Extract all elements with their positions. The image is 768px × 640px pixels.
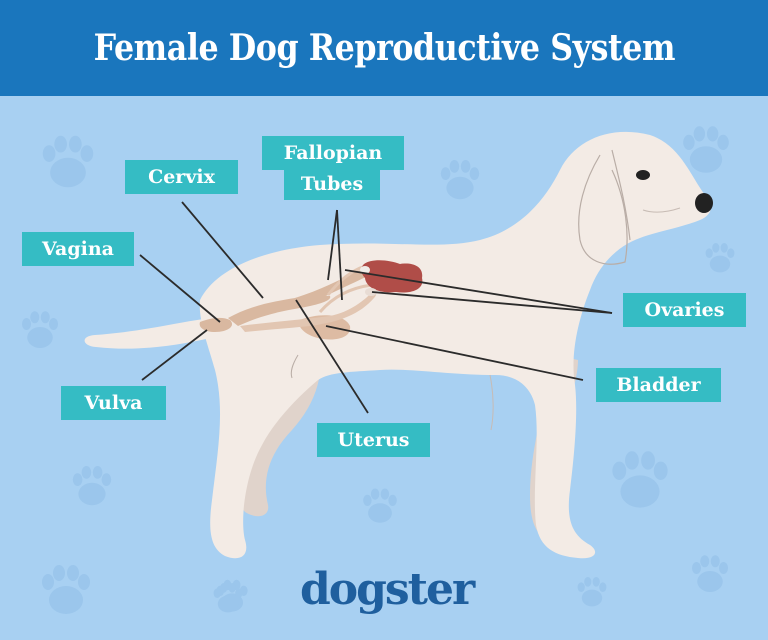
label-vulva: Vulva [61, 386, 166, 420]
diagram-area: Cervix Fallopian Tubes Vagina Ovaries Bl… [0, 96, 768, 640]
label-ovaries: Ovaries [623, 293, 746, 327]
label-vulva-text: Vulva [84, 392, 143, 414]
leader-lines [139, 201, 613, 414]
label-uterus-text: Uterus [337, 429, 410, 451]
dog-illustration [22, 126, 735, 614]
dogster-logo: dogster [300, 564, 475, 615]
dog-nose [695, 193, 713, 213]
label-cervix-text: Cervix [148, 166, 215, 188]
label-bladder: Bladder [596, 368, 721, 402]
page-title: Female Dog Reproductive System [93, 27, 675, 69]
label-bladder-text: Bladder [616, 374, 701, 396]
label-cervix: Cervix [125, 160, 238, 194]
dog-eye [636, 170, 650, 180]
label-ovaries-text: Ovaries [644, 299, 725, 321]
label-vagina: Vagina [22, 232, 134, 266]
title-banner: Female Dog Reproductive System [0, 0, 768, 96]
label-uterus: Uterus [317, 423, 430, 457]
dog-tail [84, 318, 220, 349]
dog-body [199, 131, 712, 559]
label-tubes-text: Tubes [300, 173, 364, 195]
label-fallopian-text: Fallopian [283, 142, 383, 164]
label-fallopian-tubes: Fallopian [262, 136, 404, 170]
label-fallopian-tubes-line2: Tubes [284, 168, 380, 200]
label-vagina-text: Vagina [42, 238, 114, 260]
reproductive-organs [199, 260, 423, 340]
